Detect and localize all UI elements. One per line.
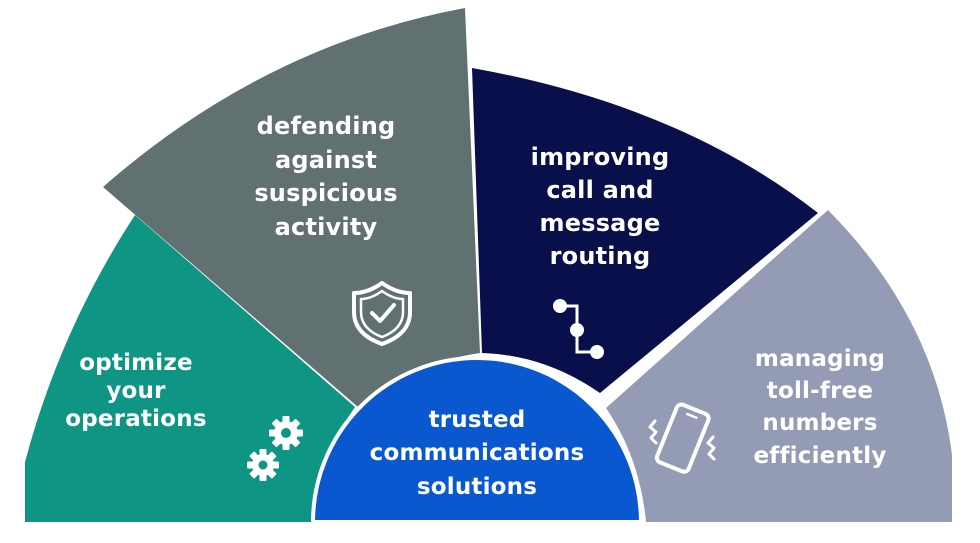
segment-operations-wedge [25, 215, 355, 522]
shield-check-icon [352, 281, 412, 346]
center-semicircle [310, 356, 644, 524]
center-label: trusted communications solutions [369, 407, 585, 500]
segment-routing-label: improving call and message routing [530, 143, 670, 271]
segment-tollfree-label: managing toll-free numbers efficiently [753, 346, 887, 469]
segment-operations-label: optimize your operations [65, 350, 207, 433]
gears-icon [247, 416, 303, 481]
segment-tollfree-wedge [606, 210, 952, 522]
segment-defending-label: defending against suspicious activity [254, 112, 398, 241]
vibrating-phone-icon [648, 402, 716, 474]
segment-defending-wedge [103, 8, 480, 407]
routing-path-icon [553, 299, 604, 359]
